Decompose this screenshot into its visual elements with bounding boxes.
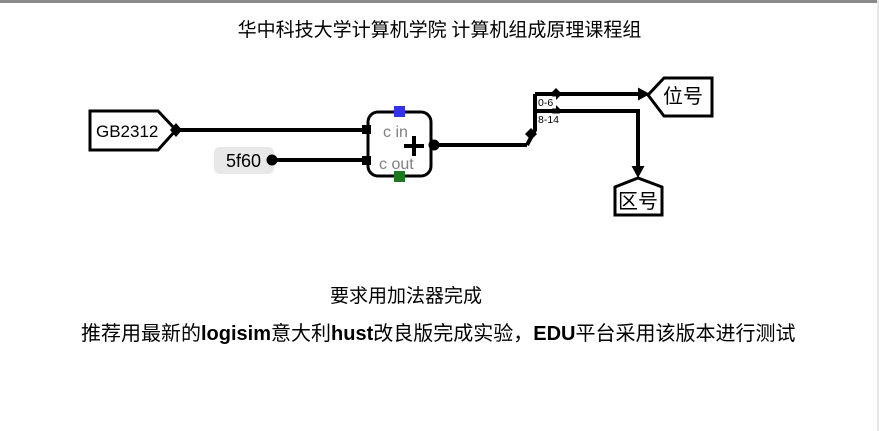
window-top-border (0, 0, 879, 3)
splitter-range-0: 0-6 (538, 97, 553, 109)
note-segment: EDU (533, 323, 576, 345)
probe-value: 5f60 (226, 151, 261, 171)
plus-icon (404, 136, 424, 156)
output-tunnel-zone[interactable]: 区号 (613, 176, 664, 217)
probe-background[interactable] (214, 147, 274, 174)
carry-in-marker (394, 106, 405, 117)
note-segment: 改良版完成实验， (373, 323, 534, 345)
input-tunnel-shape[interactable] (88, 109, 179, 152)
note-segment: hust (331, 323, 374, 345)
carry-out-label: c out (379, 156, 414, 173)
adder-port-b (362, 156, 371, 165)
zone-tunnel-label: 区号 (618, 191, 658, 213)
adder[interactable]: c in c out (362, 106, 440, 182)
wire-arrowhead-down (631, 166, 645, 178)
splitter-trunk[interactable] (525, 94, 537, 146)
carry-out-marker (394, 171, 405, 182)
probe-5f60[interactable]: 5f60 (214, 147, 278, 174)
adder-port-a (362, 125, 371, 134)
note-requirement: 要求用加法器完成 (330, 286, 483, 307)
note-line: 推荐用最新的logisim意大利hust改良版完成实验，EDU平台采用该版本进行… (81, 317, 795, 346)
input-tunnel-gb2312[interactable]: GB2312 (88, 109, 182, 152)
input-tunnel-label: GB2312 (96, 122, 158, 141)
note-segment: 意大利 (271, 323, 332, 345)
output-tunnel-shape[interactable] (613, 176, 664, 217)
range-label-bg (537, 113, 563, 126)
wire-arrowhead-right (638, 87, 650, 101)
splitter-range-1: 8-14 (538, 114, 559, 126)
note-segment: 平台采用该版本进行测试 (575, 323, 796, 345)
carry-in-label: c in (383, 124, 408, 141)
connection-diamond (525, 128, 537, 140)
note-segment: 推荐用最新的 (81, 323, 201, 345)
wire-zone-output[interactable] (556, 109, 640, 170)
range-label-bg (537, 96, 556, 109)
output-tunnel-shape[interactable] (646, 76, 714, 118)
window-right-border (877, 0, 879, 431)
page-title: 华中科技大学计算机学院 计算机组成原理课程组 (237, 20, 642, 41)
note-segment: logisim (201, 323, 272, 345)
bit-tunnel-label: 位号 (663, 85, 703, 108)
output-tunnel-bit[interactable]: 位号 (646, 76, 714, 118)
splitter[interactable]: 0-6 8-14 (525, 88, 563, 146)
